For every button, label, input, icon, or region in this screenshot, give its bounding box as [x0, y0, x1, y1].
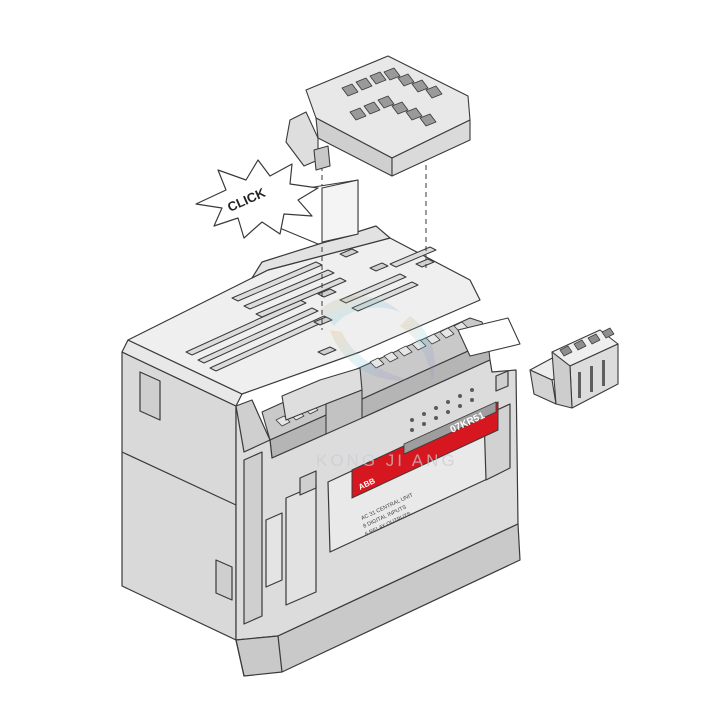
insertion-arrow-icon: [457, 317, 521, 357]
brand-label-band: [351, 401, 499, 499]
side-terminal-plug: [529, 327, 619, 409]
upper-terminal-block: [285, 55, 471, 177]
watermark-logo: [320, 295, 435, 381]
watermark-text: KONG JI ANG: [316, 451, 458, 470]
device-left-side: [121, 339, 243, 641]
click-burst-icon: [195, 159, 319, 239]
device-top-face: [127, 225, 481, 395]
